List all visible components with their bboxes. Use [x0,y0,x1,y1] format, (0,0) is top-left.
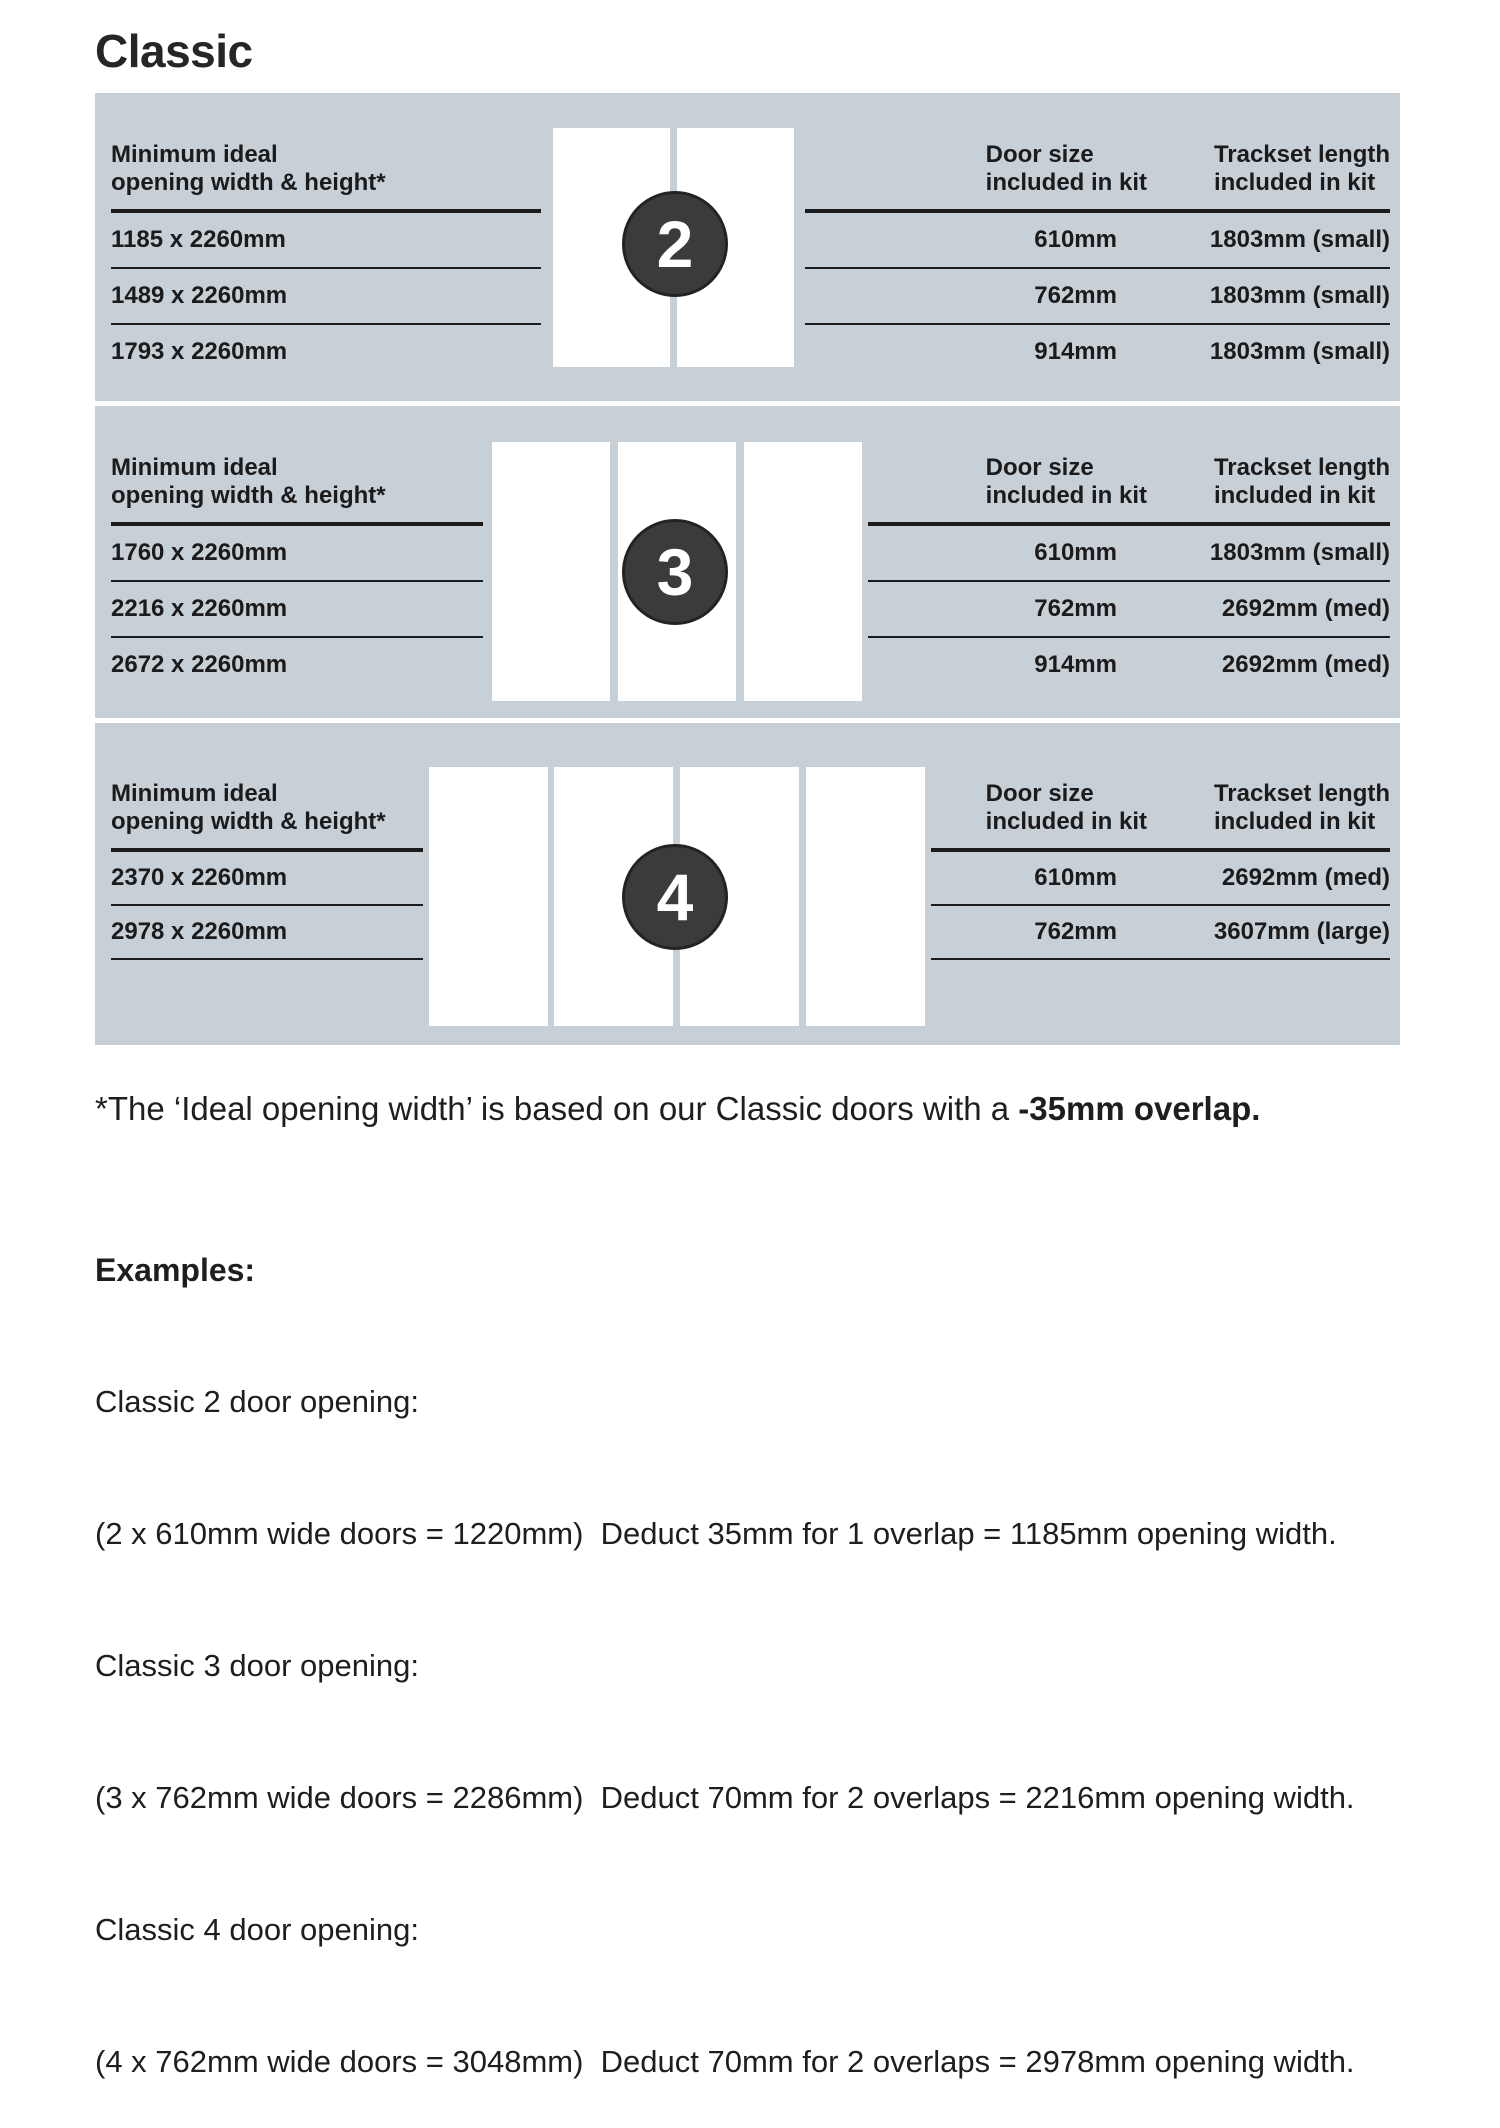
examples-heading: Examples: [95,1252,256,1288]
door-size-value: 762mm [1034,282,1117,309]
opening-row: 1793 x 2260mm [111,325,541,379]
spec-section-3door: Minimum ideal opening width & height* 17… [95,406,1400,718]
door-size-value: 610mm [1034,226,1117,253]
trackset-value: 3607mm (large) [1213,918,1390,945]
opening-row: 2978 x 2260mm [111,906,423,960]
opening-size-value: 1489 x 2260mm [111,282,288,309]
opening-header-line2: opening width & height* [111,482,386,509]
example-detail: (4 x 762mm wide doors = 3048mm) Deduct 7… [95,2044,1355,2079]
opening-row: 1489 x 2260mm [111,269,541,325]
trackset-value: 2692mm (med) [1221,595,1390,622]
opening-header-line1: Minimum ideal [111,454,278,481]
opening-header-line2: opening width & height* [111,808,386,835]
trackset-value: 1803mm (small) [1209,226,1390,253]
opening-size-value: 1185 x 2260mm [111,226,286,253]
opening-row: 1185 x 2260mm [111,213,541,269]
door-count-badge: 4 [622,844,728,950]
opening-row: 2216 x 2260mm [111,582,483,638]
door-size-value: 914mm [1034,651,1117,678]
examples-block: Examples: Classic 2 door opening: (2 x 6… [95,1160,1455,2128]
example-label: Classic 3 door opening: [95,1648,419,1683]
footnote-bold-text: -35mm overlap. [1018,1090,1261,1127]
door-count-badge: 3 [622,519,728,625]
opening-size-value: 1793 x 2260mm [111,338,288,365]
kit-row: 762mm 2692mm (med) [868,582,1390,638]
trackset-value: 2692mm (med) [1221,651,1390,678]
opening-header-line2: opening width & height* [111,169,386,196]
spec-section-4door: Minimum ideal opening width & height* 23… [95,723,1400,1045]
page-title: Classic [95,25,253,77]
example-label: Classic 4 door opening: [95,1912,419,1947]
opening-header-line1: Minimum ideal [111,780,278,807]
door-size-value: 610mm [1034,539,1117,566]
opening-table-header: Minimum ideal opening width & height* [111,141,541,213]
spec-section-2door: Minimum ideal opening width & height* 11… [95,93,1400,401]
example-label: Classic 2 door opening: [95,1384,419,1419]
door-panel [744,442,862,701]
door-size-value: 914mm [1034,338,1117,365]
kit-row: 914mm 1803mm (small) [805,325,1390,379]
kit-row: 610mm 2692mm (med) [931,852,1390,906]
opening-header-line1: Minimum ideal [111,141,278,168]
kit-row: 610mm 1803mm (small) [805,213,1390,269]
opening-table: Minimum ideal opening width & height* 11… [111,141,541,379]
opening-table: Minimum ideal opening width & height* 17… [111,454,483,692]
opening-size-value: 2216 x 2260mm [111,595,288,622]
opening-row: 1760 x 2260mm [111,526,483,582]
kit-row: 762mm 1803mm (small) [805,269,1390,325]
door-panel [492,442,610,701]
kit-row: 762mm 3607mm (large) [931,906,1390,960]
opening-size-value: 2370 x 2260mm [111,864,288,891]
kit-row: 914mm 2692mm (med) [868,638,1390,692]
trackset-value: 1803mm (small) [1209,282,1390,309]
door-panel [806,767,925,1026]
example-detail: (2 x 610mm wide doors = 1220mm) Deduct 3… [95,1516,1337,1551]
trackset-value: 1803mm (small) [1209,539,1390,566]
trackset-value: 1803mm (small) [1209,338,1390,365]
door-size-value: 762mm [1034,918,1117,945]
opening-row: 2370 x 2260mm [111,852,423,906]
opening-row: 2672 x 2260mm [111,638,483,692]
opening-size-value: 2672 x 2260mm [111,651,288,678]
example-detail: (3 x 762mm wide doors = 2286mm) Deduct 7… [95,1780,1355,1815]
door-panel [429,767,548,1026]
footnote: *The ‘Ideal opening width’ is based on o… [95,1090,1425,1128]
opening-table-header: Minimum ideal opening width & height* [111,454,483,526]
opening-table: Minimum ideal opening width & height* 23… [111,780,423,960]
opening-size-value: 1760 x 2260mm [111,539,288,566]
opening-table-header: Minimum ideal opening width & height* [111,780,423,852]
door-count-badge: 2 [622,191,728,297]
trackset-value: 2692mm (med) [1221,864,1390,891]
door-size-value: 762mm [1034,595,1117,622]
footnote-text: *The ‘Ideal opening width’ is based on o… [95,1090,1019,1127]
opening-size-value: 2978 x 2260mm [111,918,288,945]
door-size-value: 610mm [1034,864,1117,891]
kit-row: 610mm 1803mm (small) [868,526,1390,582]
